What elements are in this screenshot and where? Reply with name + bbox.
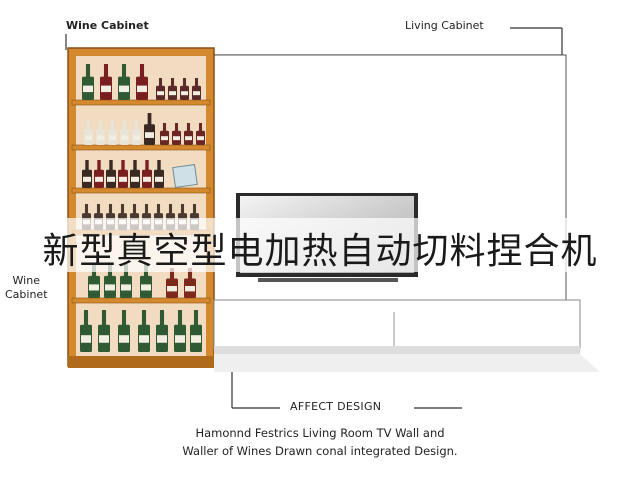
wine-bottle-icon xyxy=(160,123,169,145)
wine-shelf xyxy=(71,144,211,151)
wine-bottle-icon xyxy=(172,123,181,145)
wine-bottle-icon xyxy=(100,64,112,100)
living-cabinet-label: Living Cabinet xyxy=(405,19,484,32)
overlay-banner xyxy=(0,218,640,272)
wine-bottle-icon xyxy=(166,268,178,298)
wine-bottle-icon xyxy=(118,160,128,188)
wine-shelf xyxy=(71,187,211,194)
wine-bottle-icon xyxy=(138,310,150,352)
wine-bottle-icon xyxy=(118,64,130,100)
wine-bottle-icon xyxy=(156,310,168,352)
wine-bottle-icon xyxy=(174,310,186,352)
wine-bottle-icon xyxy=(192,78,201,100)
wine-bottle-icon xyxy=(156,78,165,100)
wine-bottle-icon xyxy=(196,123,205,145)
wine-bottle-icon xyxy=(106,160,116,188)
wine-bottle-icon xyxy=(190,310,202,352)
wine-bottle-icon xyxy=(96,121,105,145)
wine-bottle-icon xyxy=(180,78,189,100)
caption: Hamonnd Festrics Living Room TV Wall and… xyxy=(0,424,640,460)
wine-cabinet-side-line2: Cabinet xyxy=(5,288,48,301)
wine-bottle-icon xyxy=(94,160,104,188)
wine-cabinet xyxy=(67,47,215,368)
wine-cabinet-label: Wine Cabinet xyxy=(66,19,149,32)
wine-bottle-icon xyxy=(184,268,196,298)
wine-bottle-icon xyxy=(108,121,117,145)
wine-bottle-icon xyxy=(168,78,177,100)
tv-console xyxy=(213,299,600,372)
overlay-banner-text: 新型真空型电加热自动切料捏合机 xyxy=(42,231,598,272)
wine-shelf xyxy=(71,99,211,106)
wine-bottle-icon xyxy=(80,310,92,352)
wine-bottle-icon xyxy=(184,123,193,145)
wine-bottle-icon xyxy=(130,160,140,188)
wine-bottle-icon xyxy=(98,310,110,352)
magazine-icon xyxy=(172,164,198,188)
caption-line2: Waller of Wines Drawn conal integrated D… xyxy=(182,444,458,458)
wine-shelf xyxy=(71,297,211,304)
wine-bottle-icon xyxy=(82,64,94,100)
wine-bottle-icon xyxy=(118,310,130,352)
wine-bottle-icon xyxy=(120,121,129,145)
wine-bottle-icon xyxy=(132,121,141,145)
affect-design-label: AFFECT DESIGN xyxy=(290,400,382,413)
caption-line1: Hamonnd Festrics Living Room TV Wall and xyxy=(195,426,445,440)
wine-bottle-icon xyxy=(154,160,164,188)
wine-cabinet-side-label: Wine Cabinet xyxy=(5,274,48,302)
wine-cabinet-side-line1: Wine xyxy=(12,274,40,287)
wine-bottle-icon xyxy=(142,160,152,188)
wine-bottle-icon xyxy=(144,113,155,145)
wine-bottle-icon xyxy=(82,160,92,188)
wine-bottle-icon xyxy=(136,64,148,100)
wine-bottle-icon xyxy=(84,121,93,145)
